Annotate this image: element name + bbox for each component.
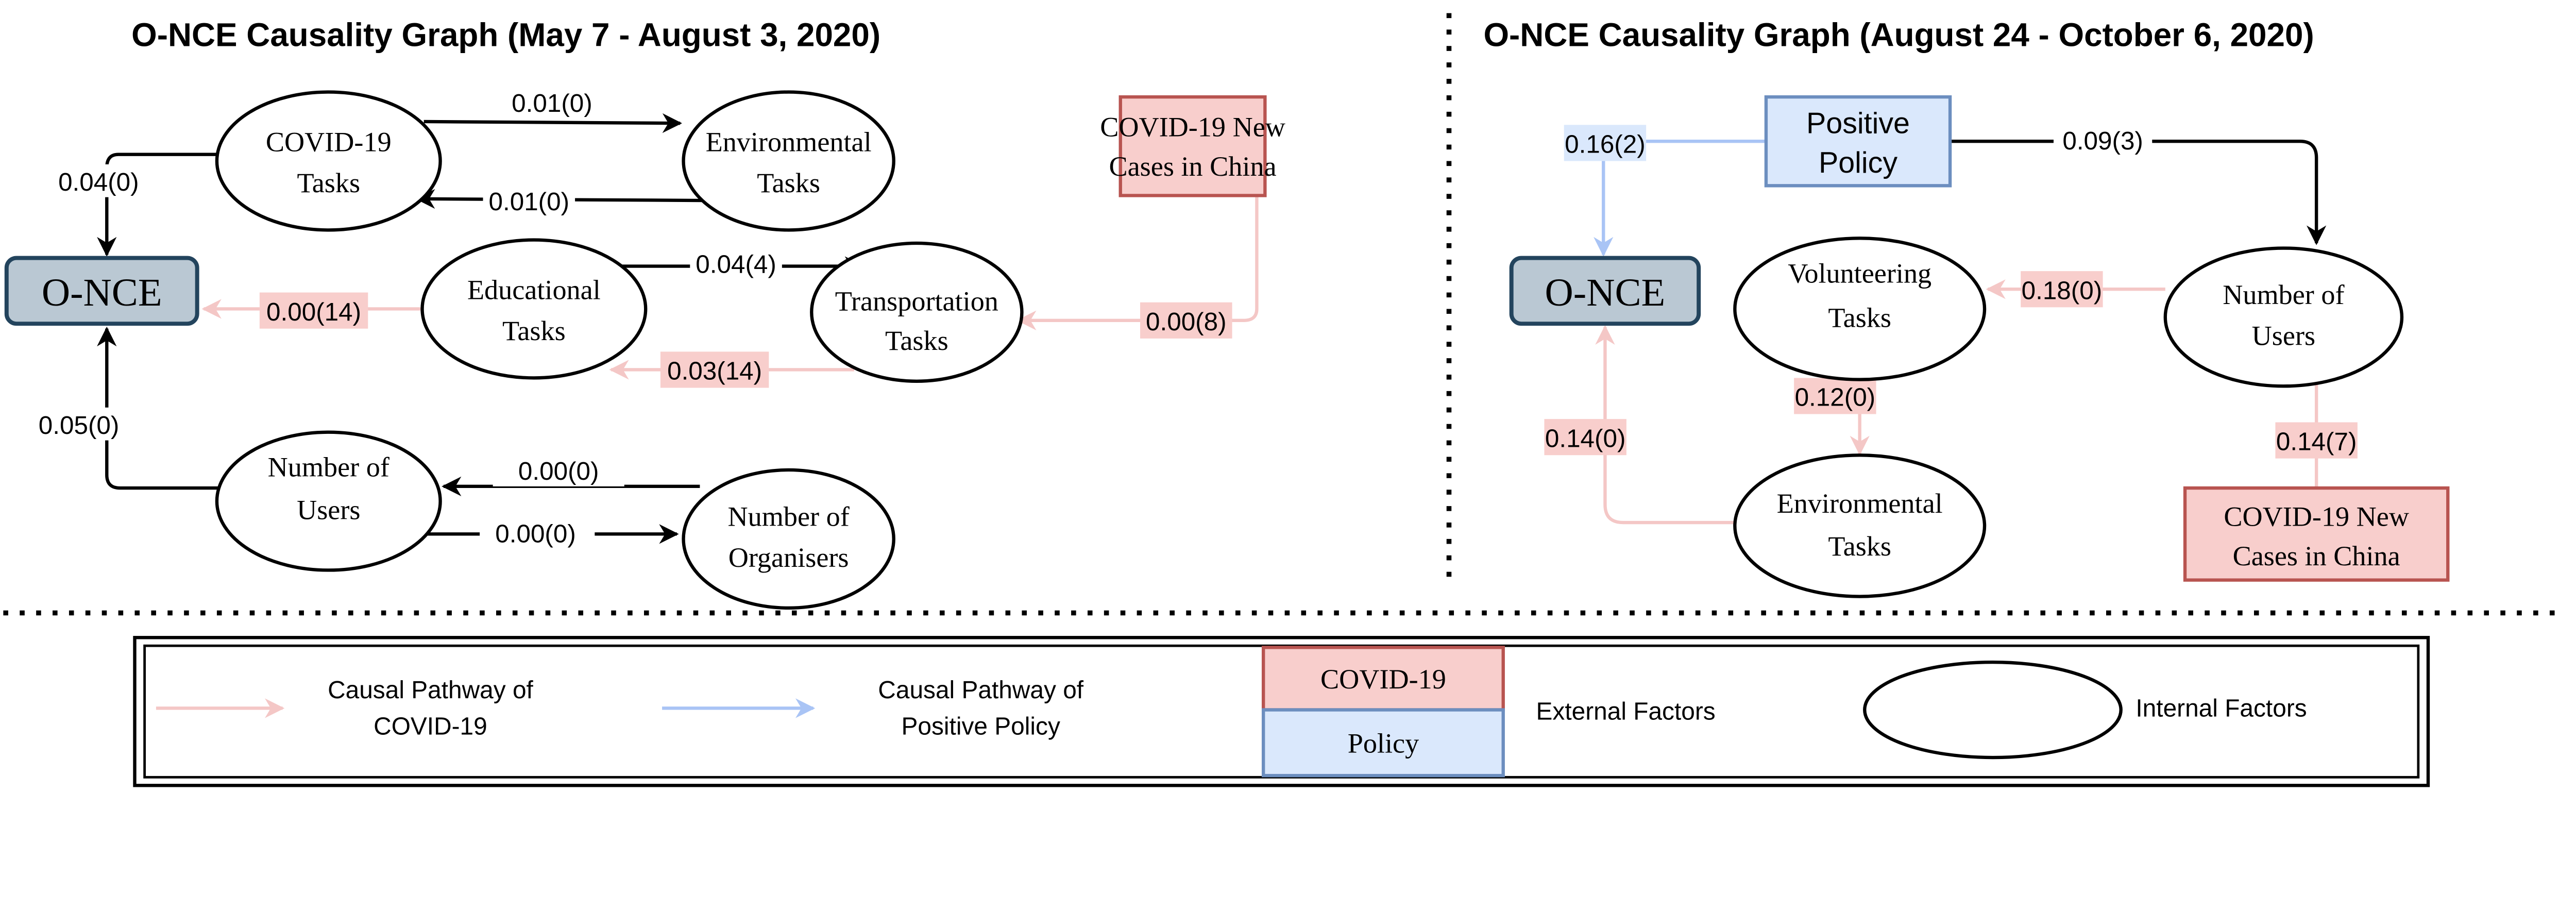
node-label: Tasks xyxy=(757,167,820,198)
node-label: Environmental xyxy=(1777,488,1943,519)
node-label: Cases in China xyxy=(2233,541,2400,571)
node-users: Number of Users xyxy=(2163,246,2404,388)
legend-internal-ellipse xyxy=(1863,660,2123,760)
node-label: Tasks xyxy=(1828,302,1891,333)
node-label: Tasks xyxy=(1828,531,1891,562)
edge-label: 0.05(0) xyxy=(39,411,120,440)
node-label: O-NCE xyxy=(42,271,162,314)
legend-policy-pathway-label: Causal Pathway of xyxy=(878,677,1083,704)
node-label: Tasks xyxy=(502,315,566,346)
edge-label: 0.01(0) xyxy=(489,188,570,216)
edge-cases-to-trans xyxy=(1016,197,1259,330)
node-label: O-NCE xyxy=(1545,271,1666,314)
left-graph-title: O-NCE Causality Graph (May 7 - August 3,… xyxy=(131,16,880,53)
edge-label: 0.12(0) xyxy=(1795,383,1876,412)
edge-users-to-once xyxy=(97,326,219,490)
legend-covid-box-label: COVID-19 xyxy=(1320,664,1446,695)
edge-label: 0.00(0) xyxy=(495,519,576,548)
legend-covid-box xyxy=(1261,646,1505,712)
edge-label: 0.04(4) xyxy=(696,250,776,278)
node-label: Policy xyxy=(1819,146,1897,179)
node-label: Organisers xyxy=(728,542,849,573)
node-users: Number of Users xyxy=(215,430,442,572)
edge-label: 0.09(3) xyxy=(2062,127,2143,155)
node-label: Tasks xyxy=(885,325,948,356)
node-organisers: Number of Organisers xyxy=(682,468,895,610)
legend-policy-box-label: Policy xyxy=(1348,728,1419,759)
node-label: Number of xyxy=(727,501,850,532)
node-label: Number of xyxy=(268,452,390,483)
edge-label: 0.00(0) xyxy=(518,457,599,485)
right-edge-labels: 0.16(2) 0.09(3) 0.18(0) 0.12(0) 0.14(0) … xyxy=(1544,125,2358,459)
node-once: O-NCE xyxy=(1509,256,1701,326)
node-label: Number of xyxy=(2223,279,2345,310)
edge-covid-to-env xyxy=(423,113,682,133)
node-label: COVID-19 New xyxy=(1100,112,1285,143)
node-label: Educational xyxy=(467,274,601,305)
node-label: Positive xyxy=(1806,107,1910,140)
edge-label: 0.03(14) xyxy=(667,357,762,385)
node-label: Cases in China xyxy=(1109,151,1276,182)
legend-policy-box xyxy=(1261,708,1505,778)
edge-label: 0.01(0) xyxy=(512,89,592,117)
edge-label: 0.00(8) xyxy=(1146,308,1227,336)
legend-internal-label: Internal Factors xyxy=(2136,695,2307,722)
causality-diagram: O-NCE Causality Graph (May 7 - August 3,… xyxy=(3,13,2563,787)
legend: Causal Pathway of COVID-19 Causal Pathwa… xyxy=(133,636,2430,787)
legend-external-label: External Factors xyxy=(1536,698,1716,726)
edge-label: 0.14(0) xyxy=(1545,424,1626,452)
node-once: O-NCE xyxy=(4,256,199,326)
legend-policy-pathway-label: Positive Policy xyxy=(902,713,1060,740)
node-label: Users xyxy=(297,495,360,526)
edge-label: 0.14(7) xyxy=(2276,428,2357,456)
edge-label: 0.00(14) xyxy=(266,298,361,326)
edge-env-to-once xyxy=(1595,325,1735,525)
left-edge-labels: 0.01(0) 0.01(0) 0.04(0) 0.04(4) 0.03(14)… xyxy=(39,89,1232,549)
node-label: Users xyxy=(2252,321,2315,351)
node-label: Tasks xyxy=(297,167,360,198)
node-label: Transportation xyxy=(835,286,998,317)
edge-label: 0.16(2) xyxy=(1565,130,1646,159)
edge-policy-to-users xyxy=(1950,140,2327,245)
node-label: COVID-19 xyxy=(266,126,392,157)
node-label: Environmental xyxy=(706,126,872,157)
edge-label: 0.18(0) xyxy=(2022,276,2103,305)
node-label: COVID-19 New xyxy=(2224,501,2409,532)
legend-covid-pathway-label: COVID-19 xyxy=(374,713,487,740)
right-graph-title: O-NCE Causality Graph (August 24 - Octob… xyxy=(1483,16,2314,53)
node-label: Volunteering xyxy=(1788,258,1931,289)
edge-label: 0.04(0) xyxy=(58,168,139,196)
legend-covid-pathway-label: Causal Pathway of xyxy=(328,677,533,704)
